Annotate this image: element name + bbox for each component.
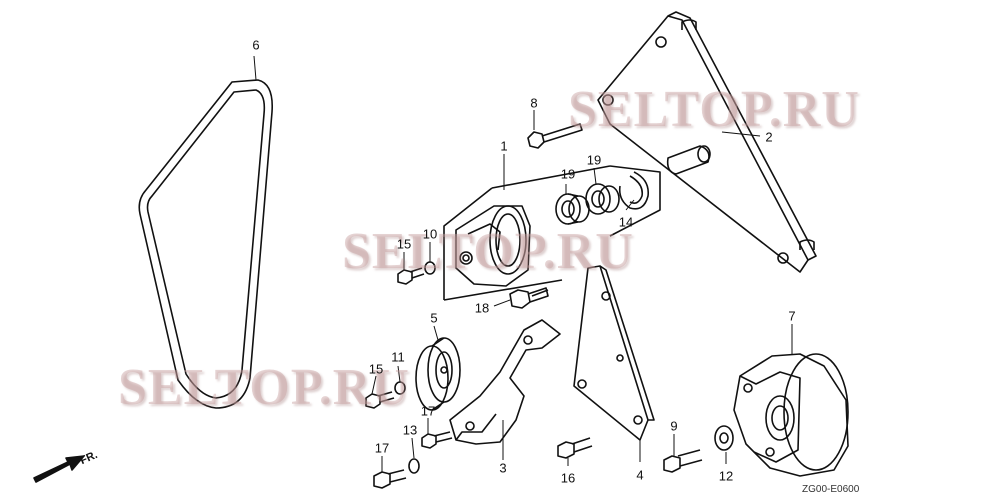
mounting-plate [597, 11, 817, 273]
callout-1: 1 [500, 138, 508, 154]
callout-13: 13 [402, 422, 418, 438]
bolt-18 [509, 287, 549, 309]
watermark-bottom: SELTOP.RU [118, 359, 410, 416]
callout-16: 16 [560, 470, 576, 486]
watermark-middle: SELTOP.RU [342, 223, 634, 280]
washer-13 [408, 458, 420, 474]
callout-15-lower: 15 [368, 361, 384, 377]
tensioner-pulley [455, 205, 531, 287]
drive-pulley [733, 353, 849, 477]
callout-5: 5 [430, 310, 438, 326]
bolt-17-middle [421, 431, 453, 449]
callout-12: 12 [718, 468, 734, 484]
callout-17-lower: 17 [374, 440, 390, 456]
pulley-assembly-box [443, 165, 661, 301]
callout-6: 6 [252, 37, 260, 53]
callout-15-upper: 15 [396, 236, 412, 252]
drive-belt [138, 79, 274, 409]
callout-7: 7 [788, 308, 796, 324]
bolt-8 [527, 123, 583, 149]
bracket [449, 319, 561, 445]
callout-9: 9 [670, 418, 678, 434]
diagram-code: ZG00-E0600 [802, 484, 860, 495]
watermark-top: SELTOP.RU [568, 81, 860, 138]
callout-18: 18 [474, 300, 490, 316]
washer-12 [714, 425, 734, 451]
leader-lines [253, 55, 793, 472]
callout-2: 2 [765, 129, 773, 145]
callout-10: 10 [422, 226, 438, 242]
callout-19-right: 19 [586, 152, 602, 168]
circlip [618, 171, 650, 210]
bolt-17-lower [373, 469, 407, 489]
front-direction-arrow [33, 455, 85, 483]
idler-pulley [415, 337, 461, 411]
callout-3: 3 [499, 460, 507, 476]
bearing-left [555, 193, 590, 225]
bolt-9 [663, 449, 703, 473]
triangular-plate [573, 265, 655, 441]
bearing-right [585, 183, 620, 215]
callout-19-left: 19 [560, 166, 576, 182]
callout-4: 4 [636, 467, 644, 483]
bolt-16 [557, 437, 593, 459]
callout-11: 11 [391, 349, 405, 365]
callout-8: 8 [530, 95, 538, 111]
callout-17-middle: 17 [420, 403, 436, 419]
callout-14: 14 [618, 214, 634, 230]
